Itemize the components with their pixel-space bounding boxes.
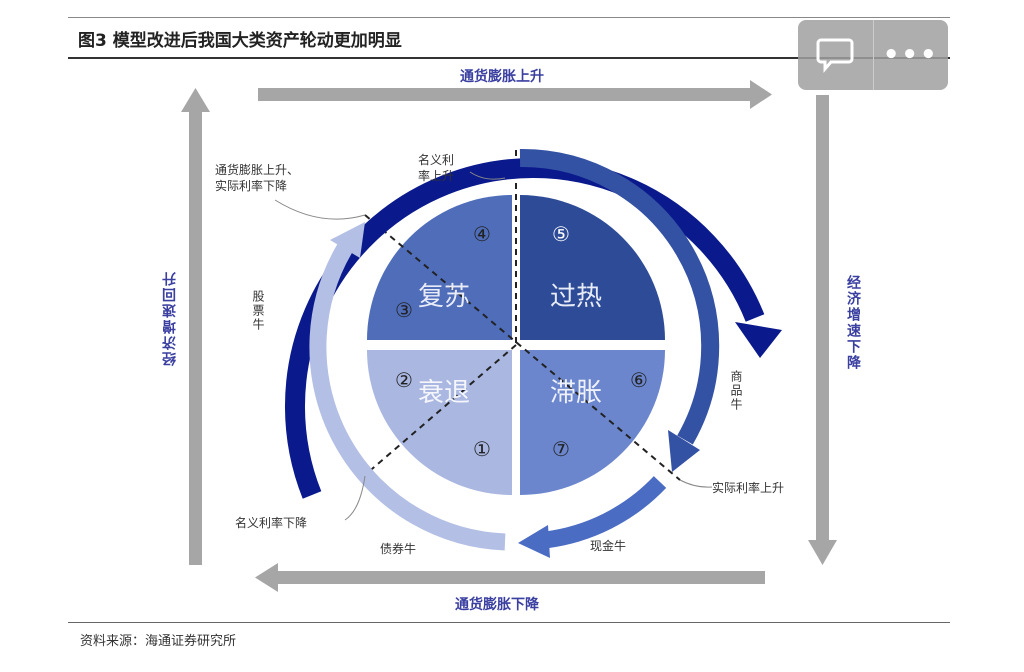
marker-1: ①: [473, 437, 491, 461]
annotation-cash-bull: 现金牛: [590, 539, 627, 553]
axis-label-growth-up: 经济增速回升: [162, 270, 178, 366]
annotation-bonds-bull: 债券牛: [380, 542, 417, 556]
marker-7: ⑦: [552, 437, 570, 461]
annotation-nominal-rate-down: 名义利率下降: [235, 516, 308, 530]
gray-arrow-left: [181, 88, 210, 565]
more-dots-icon: •••: [882, 40, 939, 70]
quadrant-recession: [367, 350, 512, 495]
label-stagflation: 滞胀: [550, 378, 603, 408]
label-recession: 衰退: [418, 378, 471, 408]
label-recovery: 复苏: [418, 282, 471, 312]
annotation-inflation-up-real-rate-down: 通货膨胀上升、实际利率下降: [215, 163, 300, 193]
marker-3: ③: [395, 298, 413, 322]
dashed-diagonal-1: [364, 214, 681, 481]
marker-6: ⑥: [630, 368, 648, 392]
gray-arrow-bottom: [255, 563, 765, 592]
gray-arrow-right: [808, 95, 837, 565]
source-note: 资料来源：海通证券研究所: [80, 634, 237, 649]
figure-title: 图3 模型改进后我国大类资产轮动更加明显: [78, 31, 402, 51]
annotation-stocks-bull: 股票牛: [251, 290, 265, 332]
annotation-real-rate-up: 实际利率上升: [712, 481, 785, 495]
title-rule: [68, 57, 950, 59]
gray-arrow-top: [258, 80, 772, 109]
annotation-commodities-bull: 商品牛: [729, 370, 743, 412]
axis-label-inflation-up: 通货膨胀上升: [460, 69, 544, 85]
marker-4: ④: [473, 222, 491, 246]
footer-rule: [68, 622, 950, 623]
right-arc-arrow: [519, 148, 720, 445]
quadrant-stagflation: [520, 350, 665, 495]
right-arc-arrowhead: [668, 430, 700, 472]
top-rule: [68, 17, 950, 18]
comment-icon: [816, 38, 854, 74]
left-arc-arrowhead: [330, 222, 365, 258]
bottom-arc-arrowhead: [518, 525, 550, 558]
axis-label-inflation-down: 通货膨胀下降: [455, 597, 539, 613]
quadrant-overheat: [520, 195, 665, 340]
left-arc-arrow: [309, 243, 506, 551]
annotation-nominal-rate-up: 名义利率上升: [418, 153, 455, 183]
toolbar-divider: [872, 20, 874, 90]
axis-label-growth-down: 经济增速下降: [845, 275, 861, 371]
more-button[interactable]: •••: [874, 20, 949, 90]
bottom-arc-arrow: [543, 476, 667, 549]
label-overheat: 过热: [550, 282, 603, 312]
quadrant-recovery: [367, 195, 512, 340]
floating-toolbar: •••: [798, 20, 948, 90]
outer-arc-arrowhead: [735, 322, 782, 358]
dashed-diagonal-2: [364, 344, 517, 476]
marker-5: ⑤: [552, 222, 570, 246]
marker-2: ②: [395, 368, 413, 392]
comment-button[interactable]: [798, 20, 873, 90]
outer-arc-arrow: [284, 158, 765, 499]
